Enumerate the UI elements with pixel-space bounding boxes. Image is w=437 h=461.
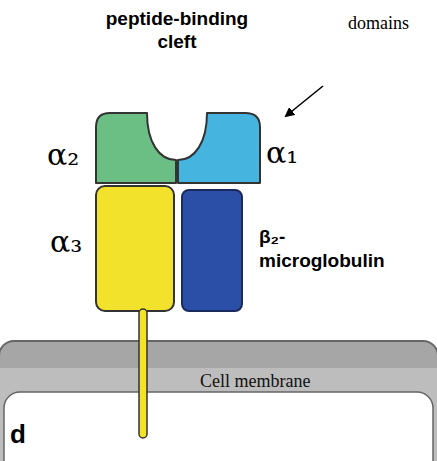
transmembrane-stem xyxy=(139,309,147,438)
domain-outline xyxy=(95,112,177,184)
panel-letter: d xyxy=(10,420,26,449)
domain-shape xyxy=(178,113,260,183)
domain-shape xyxy=(96,113,176,183)
domain-label: α₁ xyxy=(266,138,298,168)
domain-label: α₂ xyxy=(47,140,79,170)
leader-arrow xyxy=(286,86,323,116)
domain-label: Cell membrane xyxy=(200,372,310,392)
membrane-inner xyxy=(4,392,433,461)
alpha3-domain: α₃ xyxy=(95,185,175,312)
domains-label: domains xyxy=(348,14,409,34)
cleft-label: peptide-binding cleft xyxy=(97,8,257,54)
alpha1-domain: α₁ xyxy=(177,112,261,184)
domain-outline xyxy=(177,112,261,184)
domain-label: β₂-microglobulin xyxy=(259,225,409,273)
beta2-microglobulin-domain: β₂-microglobulin xyxy=(181,189,243,312)
alpha2-domain: α₂ xyxy=(95,112,177,184)
domain-label: α₃ xyxy=(50,227,82,257)
